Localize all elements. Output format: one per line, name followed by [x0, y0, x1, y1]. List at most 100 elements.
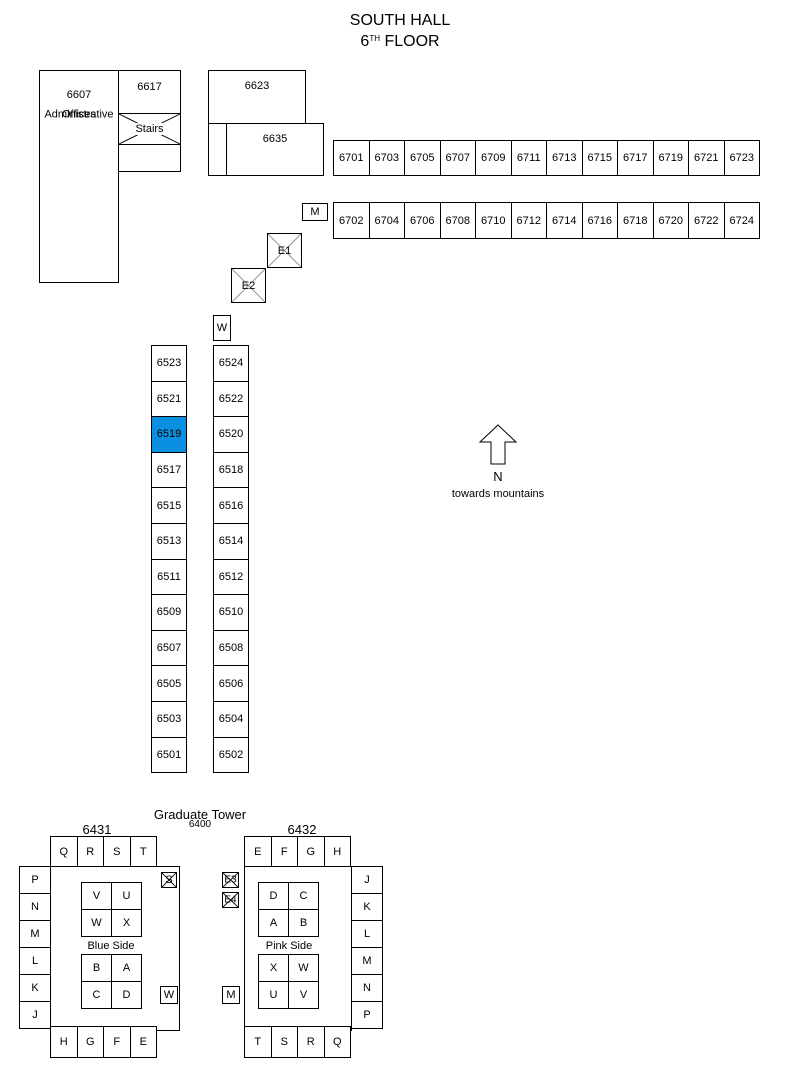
room-6516[interactable]: 6516: [213, 487, 249, 524]
room-6717[interactable]: 6717: [617, 140, 654, 176]
room-6723[interactable]: 6723: [723, 140, 760, 176]
pink-room-r[interactable]: R: [297, 1026, 325, 1058]
room-6514[interactable]: 6514: [213, 523, 249, 560]
pink-pod-x[interactable]: X: [258, 954, 289, 982]
pink-pod-u[interactable]: U: [258, 981, 289, 1009]
room-6712[interactable]: 6712: [510, 202, 547, 239]
blue-pod-v[interactable]: V: [81, 882, 112, 910]
room-6517[interactable]: 6517: [151, 451, 187, 489]
pink-room-n[interactable]: N: [351, 974, 383, 1002]
room-6701[interactable]: 6701: [333, 140, 370, 176]
pink-room-p[interactable]: P: [351, 1001, 383, 1029]
room-6623[interactable]: 6623: [208, 70, 306, 124]
pink-pod-a[interactable]: A: [258, 909, 289, 937]
room-6508[interactable]: 6508: [213, 629, 249, 667]
elevator-e1[interactable]: E1: [267, 233, 302, 268]
room-6709[interactable]: 6709: [475, 140, 512, 176]
room-6719[interactable]: 6719: [652, 140, 689, 176]
room-6504[interactable]: 6504: [213, 701, 249, 738]
pink-room-q[interactable]: Q: [323, 1026, 351, 1058]
room-6703[interactable]: 6703: [368, 140, 405, 176]
room-6705[interactable]: 6705: [404, 140, 441, 176]
room-6523[interactable]: 6523: [151, 345, 187, 382]
room-6518[interactable]: 6518: [213, 451, 249, 489]
room-6710[interactable]: 6710: [475, 202, 512, 239]
blue-pod-x[interactable]: X: [111, 909, 142, 937]
pink-room-s[interactable]: S: [270, 1026, 298, 1058]
room-6520[interactable]: 6520: [213, 416, 249, 453]
pink-pod-b[interactable]: B: [288, 909, 319, 937]
room-6721[interactable]: 6721: [688, 140, 725, 176]
blue-pod-u[interactable]: U: [111, 882, 142, 910]
blue-room-e[interactable]: E: [129, 1026, 157, 1058]
room-6507[interactable]: 6507: [151, 629, 187, 667]
pink-room-k[interactable]: K: [351, 893, 383, 921]
blue-pod-a[interactable]: A: [111, 954, 142, 982]
blue-room-m[interactable]: M: [19, 920, 51, 948]
room-6513[interactable]: 6513: [151, 523, 187, 560]
blue-room-k[interactable]: K: [19, 974, 51, 1002]
pink-room-j[interactable]: J: [351, 866, 383, 894]
blue-room-s[interactable]: S: [103, 836, 131, 867]
room-6716[interactable]: 6716: [581, 202, 618, 239]
restroom-women[interactable]: W: [213, 315, 231, 341]
room-6702[interactable]: 6702: [333, 202, 370, 239]
room-6718[interactable]: 6718: [617, 202, 654, 239]
room-6722[interactable]: 6722: [688, 202, 725, 239]
blue-pod-w[interactable]: W: [81, 909, 112, 937]
blue-room-p[interactable]: P: [19, 866, 51, 894]
elevator-e2[interactable]: E2: [231, 268, 266, 303]
pink-room-e[interactable]: E: [244, 836, 272, 867]
room-6713[interactable]: 6713: [546, 140, 583, 176]
blue-pod-c[interactable]: C: [81, 981, 112, 1009]
room-6635[interactable]: 6635: [226, 123, 324, 176]
room-6724[interactable]: 6724: [723, 202, 760, 239]
room-6510[interactable]: 6510: [213, 594, 249, 631]
room-6512[interactable]: 6512: [213, 558, 249, 596]
elevator-e3[interactable]: E3: [222, 872, 239, 888]
room-6524[interactable]: 6524: [213, 345, 249, 382]
room-6704[interactable]: 6704: [368, 202, 405, 239]
room-6519[interactable]: 6519: [151, 416, 187, 453]
blue-room-l[interactable]: L: [19, 947, 51, 975]
room-6715[interactable]: 6715: [581, 140, 618, 176]
pink-side-restroom-men[interactable]: M: [222, 986, 240, 1004]
pink-room-l[interactable]: L: [351, 920, 383, 948]
pink-pod-w[interactable]: W: [288, 954, 319, 982]
room-6617[interactable]: 6617: [118, 70, 181, 114]
room-6503[interactable]: 6503: [151, 701, 187, 738]
pink-room-h[interactable]: H: [323, 836, 351, 867]
blue-room-r[interactable]: R: [76, 836, 104, 867]
room-6708[interactable]: 6708: [439, 202, 476, 239]
room-6501[interactable]: 6501: [151, 736, 187, 774]
room-6505[interactable]: 6505: [151, 665, 187, 702]
restroom-men[interactable]: M: [302, 203, 328, 221]
pink-room-t[interactable]: T: [244, 1026, 272, 1058]
room-6509[interactable]: 6509: [151, 594, 187, 631]
blue-pod-b[interactable]: B: [81, 954, 112, 982]
room-6707[interactable]: 6707: [439, 140, 476, 176]
pink-room-m[interactable]: M: [351, 947, 383, 975]
room-6506[interactable]: 6506: [213, 665, 249, 702]
pink-pod-v[interactable]: V: [288, 981, 319, 1009]
blue-room-t[interactable]: T: [129, 836, 157, 867]
blue-room-g[interactable]: G: [76, 1026, 104, 1058]
blue-side-restroom-women[interactable]: W: [160, 986, 178, 1004]
elevator-e4[interactable]: E4: [222, 892, 239, 908]
room-6515[interactable]: 6515: [151, 487, 187, 524]
room-6511[interactable]: 6511: [151, 558, 187, 596]
room-6714[interactable]: 6714: [546, 202, 583, 239]
room-6522[interactable]: 6522: [213, 380, 249, 418]
pink-pod-c[interactable]: C: [288, 882, 319, 910]
blue-room-f[interactable]: F: [103, 1026, 131, 1058]
room-6521[interactable]: 6521: [151, 380, 187, 418]
blue-room-n[interactable]: N: [19, 893, 51, 921]
pink-pod-d[interactable]: D: [258, 882, 289, 910]
pink-room-g[interactable]: G: [297, 836, 325, 867]
pink-room-f[interactable]: F: [270, 836, 298, 867]
blue-pod-d[interactable]: D: [111, 981, 142, 1009]
room-6706[interactable]: 6706: [404, 202, 441, 239]
blue-room-j[interactable]: J: [19, 1001, 51, 1029]
room-6502[interactable]: 6502: [213, 736, 249, 774]
